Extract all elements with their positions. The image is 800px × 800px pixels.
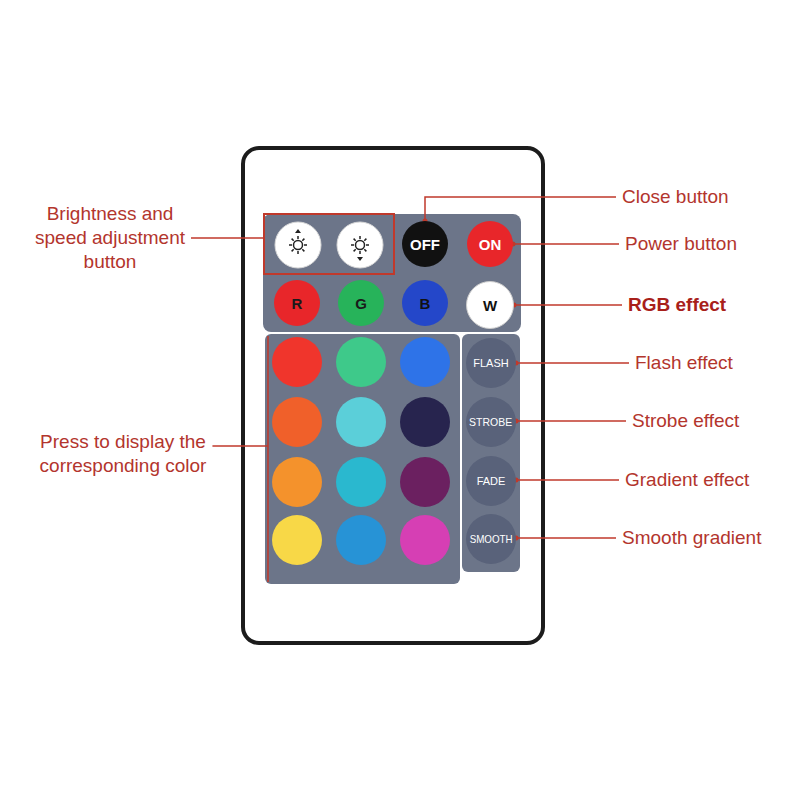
close-callout: Close button [622, 185, 729, 209]
flash-button: FLASH [466, 338, 516, 388]
flash-callout: Flash effect [635, 351, 733, 375]
button-label: SMOOTH [469, 534, 512, 545]
leader-line [516, 537, 616, 539]
leader-line [516, 420, 626, 422]
gradient-callout: Gradient effect [625, 468, 749, 492]
strobe-button: STROBE [466, 397, 516, 447]
leader-line [516, 362, 629, 364]
leader-line [513, 243, 619, 245]
white-button: W [466, 281, 514, 329]
remote-body [243, 148, 543, 643]
leader-line [516, 479, 619, 481]
smooth-button: SMOOTH [466, 514, 516, 564]
button-label: OFF [410, 237, 440, 252]
rgb-callout: RGB effect [628, 293, 726, 317]
power-callout: Power button [625, 232, 737, 256]
leader-line [514, 304, 622, 306]
blue-button: B [402, 280, 448, 326]
color-callout: Press to display the corresponding color [8, 430, 238, 478]
strobe-callout: Strobe effect [632, 409, 739, 433]
leader-line [212, 445, 268, 447]
button-label: ON [479, 237, 502, 252]
on-button: ON [467, 221, 513, 267]
red-button: R [274, 280, 320, 326]
button-label: STROBE [469, 417, 512, 428]
leader-line [425, 197, 616, 221]
button-label: R [292, 296, 303, 311]
button-label: FADE [477, 476, 506, 487]
button-label: B [420, 296, 431, 311]
button-label: FLASH [473, 358, 508, 369]
brightness-box [264, 214, 394, 274]
button-panel [263, 214, 521, 584]
green-button: G [338, 280, 384, 326]
grid-bracket [267, 336, 269, 582]
button-label: G [355, 296, 367, 311]
brightness-buttons [275, 222, 383, 268]
fade-button: FADE [466, 456, 516, 506]
smooth-callout: Smooth gradient [622, 526, 761, 550]
color-buttons [272, 337, 450, 565]
button-label: W [483, 298, 497, 313]
off-button: OFF [402, 221, 448, 267]
leader-line [191, 237, 263, 239]
brightness-callout: Brightness and speed adjustment button [20, 202, 200, 274]
